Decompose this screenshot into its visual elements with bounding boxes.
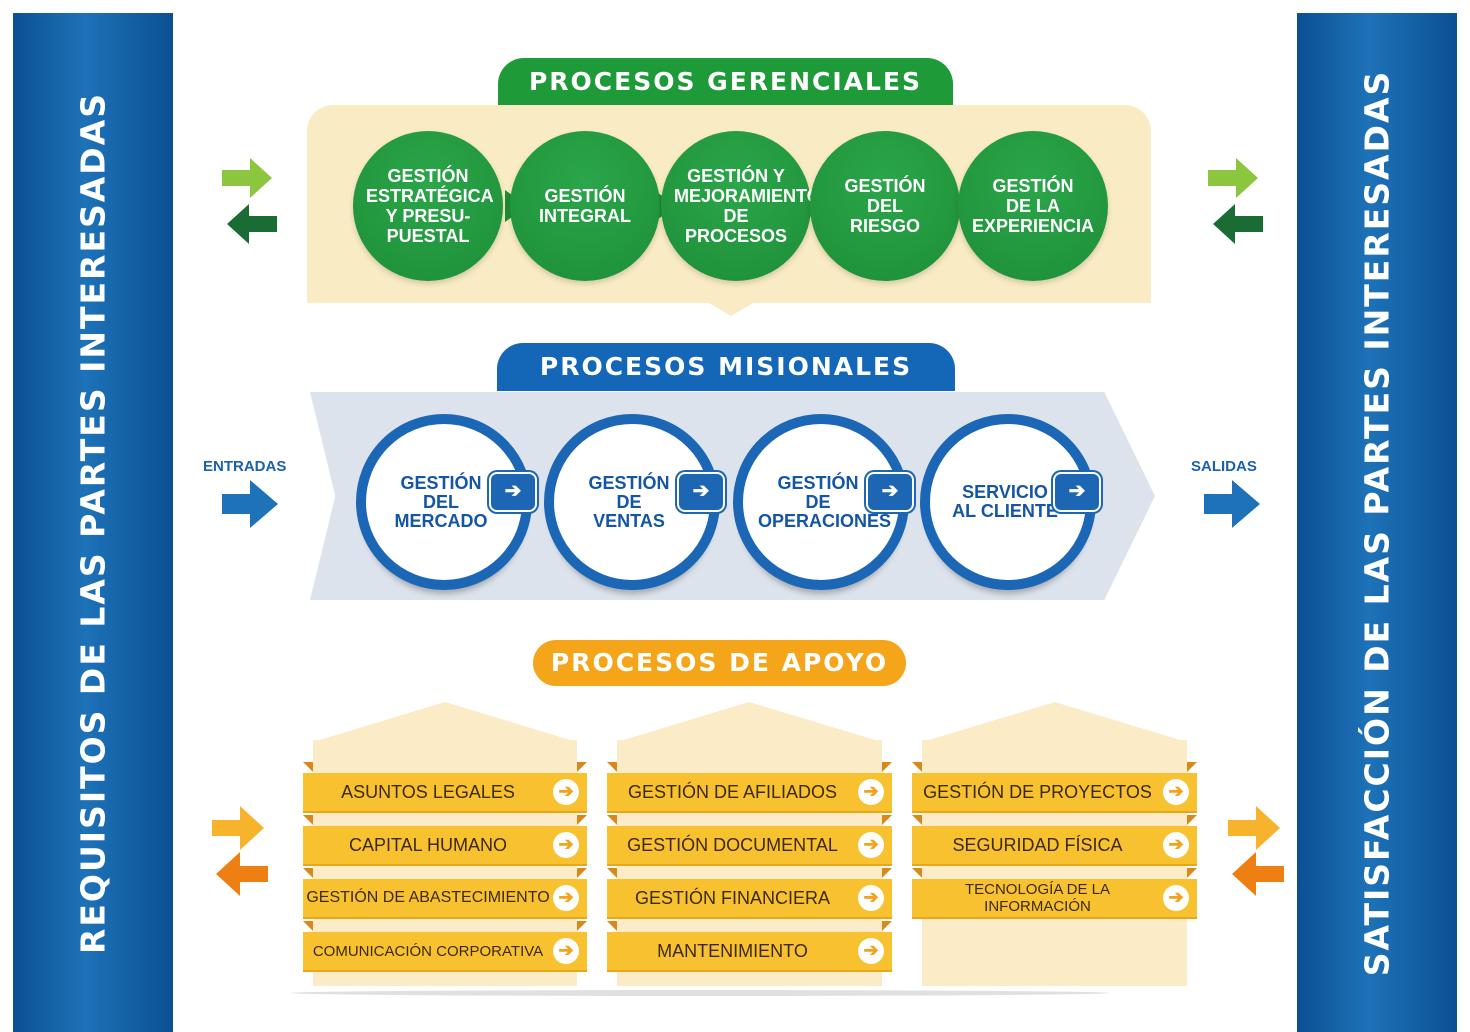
apoyo-item-label: GESTIÓN DOCUMENTAL bbox=[627, 834, 838, 855]
apoyo-item-abastecimiento: GESTIÓN DE ABASTECIMIENTO ➔ bbox=[303, 879, 587, 917]
apoyo-item-documental: GESTIÓN DOCUMENTAL ➔ bbox=[607, 826, 892, 864]
apoyo-item-label: TECNOLOGÍA DE LA INFORMACIÓN bbox=[964, 881, 1111, 915]
apoyo-item-capital-humano: CAPITAL HUMANO ➔ bbox=[303, 826, 587, 864]
gerencial-node-riesgo: GESTIÓN DEL RIESGO bbox=[810, 131, 960, 281]
gerencial-node-experiencia: GESTIÓN DE LA EXPERIENCIA bbox=[958, 131, 1108, 281]
apoyo-column-roof bbox=[313, 702, 577, 742]
apoyo-item-label: GESTIÓN DE PROYECTOS bbox=[923, 781, 1152, 802]
misional-next-button: ➔ bbox=[1053, 472, 1101, 512]
apoyo-item-label: GESTIÓN DE AFILIADOS bbox=[627, 781, 838, 802]
right-stakeholder-satisfaction-bar: SATISFACCIÓN DE LAS PARTES INTERESADAS bbox=[1297, 13, 1457, 1032]
orange-exchange-arrows-left-icon bbox=[212, 806, 268, 896]
apoyo-item-financiera: GESTIÓN FINANCIERA ➔ bbox=[607, 879, 892, 917]
apoyo-title: PROCESOS DE APOYO bbox=[550, 648, 889, 677]
misional-next-button: ➔ bbox=[677, 472, 725, 512]
green-exchange-arrows-right-icon bbox=[1208, 158, 1263, 244]
apoyo-item-label: GESTIÓN DE ABASTECIMIENTO bbox=[306, 889, 550, 906]
arrow-right-icon: ➔ bbox=[553, 938, 579, 964]
gerencial-node-label: GESTIÓN ESTRATÉGICA Y PRESU- PUESTAL bbox=[366, 166, 494, 246]
misional-next-button: ➔ bbox=[866, 472, 914, 512]
right-bar-label: SATISFACCIÓN DE LAS PARTES INTERESADAS bbox=[1357, 69, 1397, 976]
apoyo-item-tecnologia: TECNOLOGÍA DE LA INFORMACIÓN ➔ bbox=[912, 879, 1197, 917]
misional-node-label: GESTIÓN DE VENTAS bbox=[588, 472, 670, 531]
gerenciales-title: PROCESOS GERENCIALES bbox=[528, 67, 923, 96]
misionales-title: PROCESOS MISIONALES bbox=[539, 352, 913, 381]
gerencial-node-label: GESTIÓN Y MEJORAMIENTO DE PROCESOS bbox=[674, 166, 821, 246]
apoyo-item-label: GESTIÓN FINANCIERA bbox=[634, 887, 831, 908]
arrow-right-icon: ➔ bbox=[858, 832, 884, 858]
arrow-right-icon: ➔ bbox=[1163, 832, 1189, 858]
left-bar-label: REQUISITOS DE LAS PARTES INTERESADAS bbox=[73, 91, 113, 954]
gerencial-node-label: GESTIÓN DEL RIESGO bbox=[844, 176, 926, 236]
left-stakeholder-requirements-bar: REQUISITOS DE LAS PARTES INTERESADAS bbox=[13, 13, 173, 1032]
misional-node-label: GESTIÓN DEL MERCADO bbox=[394, 472, 488, 531]
arrow-right-icon: ➔ bbox=[858, 938, 884, 964]
misional-next-button: ➔ bbox=[489, 472, 537, 512]
apoyo-item-afiliados: GESTIÓN DE AFILIADOS ➔ bbox=[607, 773, 892, 811]
apoyo-item-asuntos-legales: ASUNTOS LEGALES ➔ bbox=[303, 773, 587, 811]
apoyo-floor-shadow bbox=[290, 990, 1110, 996]
arrow-right-icon: ➔ bbox=[858, 885, 884, 911]
gerencial-node-integral: GESTIÓN INTEGRAL bbox=[510, 131, 660, 281]
gerencial-node-label: GESTIÓN INTEGRAL bbox=[539, 186, 631, 226]
apoyo-item-label: COMUNICACIÓN CORPORATIVA bbox=[312, 942, 544, 960]
apoyo-title-tab: PROCESOS DE APOYO bbox=[533, 640, 906, 686]
apoyo-item-label: SEGURIDAD FÍSICA bbox=[952, 834, 1123, 855]
arrow-right-icon: ➔ bbox=[553, 779, 579, 805]
output-arrow-icon bbox=[1204, 480, 1260, 528]
misional-node-ventas: GESTIÓN DE VENTAS bbox=[544, 414, 720, 590]
arrow-right-icon: ➔ bbox=[858, 779, 884, 805]
apoyo-item-label: MANTENIMIENTO bbox=[657, 940, 808, 961]
apoyo-column-roof bbox=[617, 702, 882, 742]
gerencial-node-procesos: GESTIÓN Y MEJORAMIENTO DE PROCESOS bbox=[661, 131, 821, 281]
arrow-right-icon: ➔ bbox=[553, 885, 579, 911]
gerencial-node-label: GESTIÓN DE LA EXPERIENCIA bbox=[971, 176, 1095, 236]
orange-exchange-arrows-right-icon bbox=[1228, 806, 1284, 896]
apoyo-item-label: ASUNTOS LEGALES bbox=[341, 781, 515, 802]
misional-node-label: GESTIÓN DE OPERACIONES bbox=[758, 472, 892, 531]
input-arrow-icon bbox=[222, 480, 278, 528]
arrow-right-icon: ➔ bbox=[1163, 885, 1189, 911]
misional-node-label: SERVICIO AL CLIENTE bbox=[952, 482, 1058, 521]
apoyo-item-proyectos: GESTIÓN DE PROYECTOS ➔ bbox=[912, 773, 1197, 811]
gerenciales-title-tab: PROCESOS GERENCIALES bbox=[498, 58, 953, 106]
misionales-title-tab: PROCESOS MISIONALES bbox=[497, 343, 955, 391]
salidas-label: SALIDAS bbox=[1191, 458, 1257, 475]
apoyo-item-label: CAPITAL HUMANO bbox=[348, 834, 508, 855]
gerencial-node-estrategica: GESTIÓN ESTRATÉGICA Y PRESU- PUESTAL bbox=[353, 131, 503, 281]
gerenciales-panel-notch bbox=[707, 302, 755, 316]
green-exchange-arrows-left-icon bbox=[222, 158, 277, 244]
apoyo-item-mantenimiento: MANTENIMIENTO ➔ bbox=[607, 932, 892, 970]
apoyo-item-seguridad: SEGURIDAD FÍSICA ➔ bbox=[912, 826, 1197, 864]
arrow-right-icon: ➔ bbox=[553, 832, 579, 858]
entradas-label: ENTRADAS bbox=[203, 458, 287, 475]
apoyo-column-roof bbox=[922, 702, 1187, 742]
apoyo-item-comunicacion: COMUNICACIÓN CORPORATIVA ➔ bbox=[303, 932, 587, 970]
arrow-right-icon: ➔ bbox=[1163, 779, 1189, 805]
